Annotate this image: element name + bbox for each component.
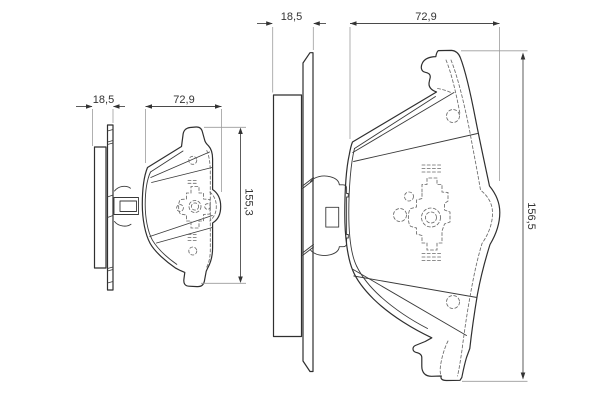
large-clip <box>310 175 349 256</box>
small-backplate-ticks <box>107 129 114 284</box>
large-pad-front-view <box>344 49 501 382</box>
small-thickness-label: 18,5 <box>93 94 114 106</box>
small-width-dimension: 72,9 <box>145 94 222 192</box>
large-pad-hidden-lines <box>437 59 493 377</box>
small-friction-block <box>93 146 107 269</box>
small-length-label: 155,3 <box>243 188 255 216</box>
small-pad-inner-edges <box>144 150 213 265</box>
large-thickness-dimension: 18,5 <box>257 11 326 93</box>
large-pad-shim <box>393 164 451 261</box>
large-pad-outline <box>344 49 501 382</box>
small-thickness-dimension: 18,5 <box>76 94 125 146</box>
small-clip-spring-bottom <box>114 221 132 227</box>
small-pad-hidden-lines <box>188 150 217 269</box>
large-backplate <box>302 52 314 373</box>
large-width-label: 72,9 <box>415 11 436 23</box>
small-clip-spring-top <box>114 185 131 192</box>
small-clip <box>113 185 139 227</box>
large-pad-inner-edges <box>348 92 478 336</box>
large-width-dimension: 72,9 <box>349 11 500 181</box>
small-pad-front-view <box>141 126 222 288</box>
large-friction-block <box>272 94 303 338</box>
small-pad-outline <box>141 126 222 288</box>
large-thickness-label: 18,5 <box>281 11 302 23</box>
large-pad-side-view <box>272 52 349 373</box>
large-length-dimension: 156,5 <box>461 50 537 382</box>
small-pad-shim <box>176 180 211 241</box>
small-backplate <box>106 124 114 291</box>
small-length-dimension: 155,3 <box>201 126 255 284</box>
large-backplate-ticks <box>302 177 314 256</box>
small-width-label: 72,9 <box>173 94 194 106</box>
small-pad-side-view <box>93 124 139 291</box>
large-length-label: 156,5 <box>525 202 537 230</box>
